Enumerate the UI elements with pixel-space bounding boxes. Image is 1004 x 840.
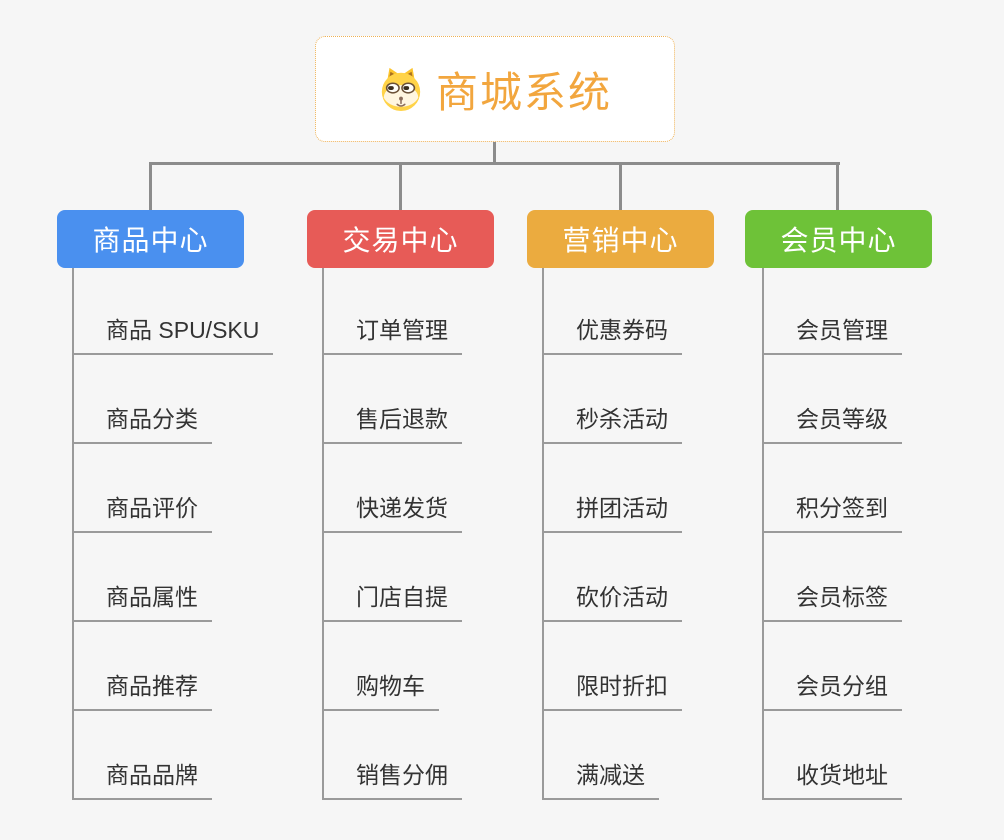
leaf-label: 会员管理	[762, 311, 902, 355]
leaf-label: 限时折扣	[542, 667, 682, 711]
branch-node-marketing-center[interactable]: 营销中心	[527, 210, 714, 268]
leaf-node[interactable]: 收货地址	[762, 711, 902, 800]
leaf-node[interactable]: 砍价活动	[542, 533, 682, 622]
leaf-label: 积分签到	[762, 489, 902, 533]
leaf-label: 销售分佣	[322, 756, 462, 800]
leaf-label: 购物车	[322, 667, 439, 711]
connector-root-stub	[493, 141, 496, 163]
connector-horizontal-rail	[149, 162, 840, 165]
leaf-label: 满减送	[542, 756, 659, 800]
branch-2-spine-line	[322, 268, 324, 800]
leaf-node[interactable]: 快递发货	[322, 444, 462, 533]
leaf-label: 会员标签	[762, 578, 902, 622]
leaf-node[interactable]: 限时折扣	[542, 622, 682, 711]
leaf-label: 商品分类	[72, 400, 212, 444]
leaf-node[interactable]: 商品分类	[72, 355, 212, 444]
leaf-node[interactable]: 会员等级	[762, 355, 902, 444]
connector-branch-2-stub	[399, 162, 402, 210]
leaf-node[interactable]: 门店自提	[322, 533, 462, 622]
leaf-node[interactable]: 商品评价	[72, 444, 212, 533]
leaf-node[interactable]: 售后退款	[322, 355, 462, 444]
leaf-label: 秒杀活动	[542, 400, 682, 444]
leaf-label: 售后退款	[322, 400, 462, 444]
leaf-node[interactable]: 会员分组	[762, 622, 902, 711]
branch-1-children: 商品 SPU/SKU 商品分类 商品评价 商品属性 商品推荐 商品品牌	[72, 268, 274, 800]
branch-4-children: 会员管理 会员等级 积分签到 会员标签 会员分组 收货地址	[762, 268, 902, 800]
branch-node-trade-center[interactable]: 交易中心	[307, 210, 494, 268]
leaf-node[interactable]: 订单管理	[322, 268, 462, 355]
root-node-title: 商城系统	[435, 68, 612, 116]
connector-branch-1-stub	[149, 162, 152, 210]
dog-face-icon	[381, 67, 421, 112]
connector-branch-3-stub	[619, 162, 622, 210]
leaf-label: 优惠券码	[542, 311, 682, 355]
branch-3-spine-line	[542, 268, 544, 800]
leaf-label: 拼团活动	[542, 489, 682, 533]
leaf-label: 商品属性	[72, 578, 212, 622]
leaf-node[interactable]: 满减送	[542, 711, 659, 800]
leaf-node[interactable]: 商品 SPU/SKU	[72, 268, 274, 355]
branch-2-children: 订单管理 售后退款 快递发货 门店自提 购物车 销售分佣	[322, 268, 462, 800]
leaf-label: 快递发货	[322, 489, 462, 533]
connector-branch-4-stub	[836, 162, 839, 210]
leaf-label: 商品品牌	[72, 756, 212, 800]
leaf-label: 会员分组	[762, 667, 902, 711]
leaf-label: 收货地址	[762, 756, 902, 800]
leaf-node[interactable]: 优惠券码	[542, 268, 682, 355]
leaf-node[interactable]: 购物车	[322, 622, 439, 711]
branch-4-spine-line	[762, 268, 764, 800]
leaf-label: 门店自提	[322, 578, 462, 622]
leaf-node[interactable]: 商品属性	[72, 533, 212, 622]
leaf-node[interactable]: 秒杀活动	[542, 355, 682, 444]
leaf-label: 订单管理	[322, 311, 462, 355]
leaf-node[interactable]: 会员标签	[762, 533, 902, 622]
leaf-label: 商品 SPU/SKU	[72, 311, 274, 355]
leaf-label: 商品评价	[72, 489, 212, 533]
branch-1-spine-line	[72, 268, 74, 800]
leaf-label: 会员等级	[762, 400, 902, 444]
leaf-node[interactable]: 商品推荐	[72, 622, 212, 711]
branch-node-product-center[interactable]: 商品中心	[57, 210, 244, 268]
leaf-node[interactable]: 积分签到	[762, 444, 902, 533]
leaf-node[interactable]: 会员管理	[762, 268, 902, 355]
root-node-mall-system[interactable]: 商城系统	[315, 36, 675, 142]
leaf-node[interactable]: 商品品牌	[72, 711, 212, 800]
leaf-label: 砍价活动	[542, 578, 682, 622]
branch-node-member-center[interactable]: 会员中心	[745, 210, 932, 268]
leaf-node[interactable]: 拼团活动	[542, 444, 682, 533]
branch-3-children: 优惠券码 秒杀活动 拼团活动 砍价活动 限时折扣 满减送	[542, 268, 682, 800]
leaf-label: 商品推荐	[72, 667, 212, 711]
leaf-node[interactable]: 销售分佣	[322, 711, 462, 800]
